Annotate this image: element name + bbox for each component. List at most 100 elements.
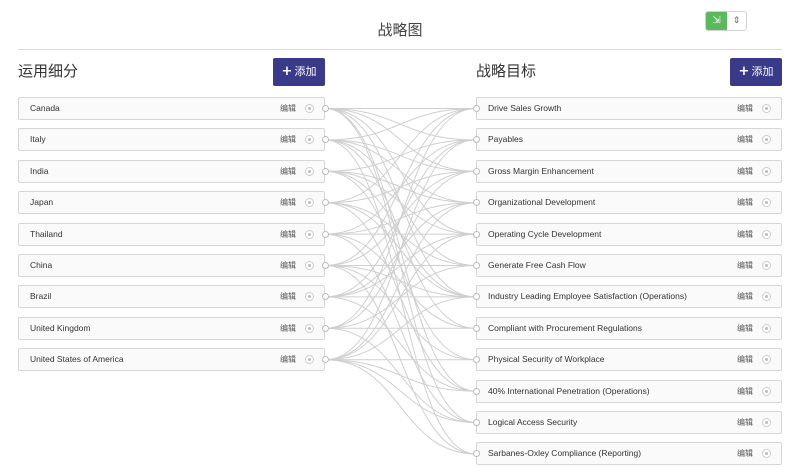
edit-link[interactable]: 编辑 bbox=[280, 355, 296, 364]
left-item-label: Brazil bbox=[30, 291, 52, 301]
left-item[interactable]: Italy 编辑 bbox=[18, 128, 325, 151]
right-connector-dot[interactable] bbox=[472, 356, 480, 363]
remove-icon[interactable] bbox=[305, 324, 314, 333]
right-connector-dot[interactable] bbox=[472, 231, 480, 238]
edit-link[interactable]: 编辑 bbox=[737, 167, 753, 176]
right-item-label: Drive Sales Growth bbox=[488, 103, 562, 113]
edit-link[interactable]: 编辑 bbox=[737, 261, 753, 270]
remove-icon[interactable] bbox=[305, 355, 314, 364]
right-add-button[interactable]: +添加 bbox=[730, 58, 782, 86]
remove-icon[interactable] bbox=[762, 261, 771, 270]
right-connector-dot[interactable] bbox=[472, 199, 480, 206]
left-item[interactable]: China 编辑 bbox=[18, 254, 325, 277]
edit-link[interactable]: 编辑 bbox=[737, 104, 753, 113]
left-connector-dot[interactable] bbox=[321, 199, 329, 206]
remove-icon[interactable] bbox=[762, 355, 771, 364]
left-connector-dot[interactable] bbox=[321, 262, 329, 269]
remove-icon[interactable] bbox=[305, 292, 314, 301]
right-item[interactable]: Drive Sales Growth 编辑 bbox=[476, 97, 782, 120]
left-item-label: China bbox=[30, 260, 53, 270]
left-add-button[interactable]: +添加 bbox=[273, 58, 325, 86]
left-item-label: Italy bbox=[30, 134, 46, 144]
edit-link[interactable]: 编辑 bbox=[280, 261, 296, 270]
right-connector-dot[interactable] bbox=[472, 325, 480, 332]
remove-icon[interactable] bbox=[762, 449, 771, 458]
right-connector-dot[interactable] bbox=[472, 419, 480, 426]
right-item-label: Operating Cycle Development bbox=[488, 229, 602, 239]
left-connector-dot[interactable] bbox=[321, 136, 329, 143]
sort-icon[interactable]: ⇕ bbox=[732, 16, 741, 26]
left-connector-dot[interactable] bbox=[321, 325, 329, 332]
edit-link[interactable]: 编辑 bbox=[280, 198, 296, 207]
right-connector-dot[interactable] bbox=[472, 450, 480, 457]
edit-link[interactable]: 编辑 bbox=[280, 324, 296, 333]
left-connector-dot[interactable] bbox=[321, 231, 329, 238]
edit-link[interactable]: 编辑 bbox=[280, 230, 296, 239]
left-connector-dot[interactable] bbox=[321, 168, 329, 175]
edit-link[interactable]: 编辑 bbox=[737, 418, 753, 427]
edit-link[interactable]: 编辑 bbox=[737, 230, 753, 239]
right-connector-dot[interactable] bbox=[472, 136, 480, 143]
remove-icon[interactable] bbox=[762, 324, 771, 333]
right-connector-dot[interactable] bbox=[472, 105, 480, 112]
collapse-icon[interactable]: ⇲ bbox=[706, 12, 727, 30]
remove-icon[interactable] bbox=[762, 387, 771, 396]
remove-icon[interactable] bbox=[762, 104, 771, 113]
remove-icon[interactable] bbox=[762, 418, 771, 427]
remove-icon[interactable] bbox=[305, 198, 314, 207]
edit-link[interactable]: 编辑 bbox=[280, 135, 296, 144]
edit-link[interactable]: 编辑 bbox=[737, 292, 753, 301]
right-item[interactable]: 40% International Penetration (Operation… bbox=[476, 380, 782, 403]
edit-link[interactable]: 编辑 bbox=[280, 292, 296, 301]
edit-link[interactable]: 编辑 bbox=[280, 104, 296, 113]
remove-icon[interactable] bbox=[305, 230, 314, 239]
right-item-label: Physical Security of Workplace bbox=[488, 354, 605, 364]
connection-line bbox=[324, 202, 477, 361]
right-item[interactable]: Industry Leading Employee Satisfaction (… bbox=[476, 285, 782, 308]
remove-icon[interactable] bbox=[305, 167, 314, 176]
remove-icon[interactable] bbox=[305, 135, 314, 144]
remove-icon[interactable] bbox=[762, 167, 771, 176]
connection-line bbox=[324, 265, 477, 361]
remove-icon[interactable] bbox=[762, 135, 771, 144]
edit-link[interactable]: 编辑 bbox=[280, 167, 296, 176]
right-item[interactable]: Physical Security of Workplace 编辑 bbox=[476, 348, 782, 371]
remove-icon[interactable] bbox=[762, 292, 771, 301]
left-connector-dot[interactable] bbox=[321, 356, 329, 363]
right-connector-dot[interactable] bbox=[472, 168, 480, 175]
connection-line bbox=[324, 108, 477, 204]
edit-link[interactable]: 编辑 bbox=[737, 135, 753, 144]
right-connector-dot[interactable] bbox=[472, 262, 480, 269]
right-connector-dot[interactable] bbox=[472, 388, 480, 395]
left-item[interactable]: Brazil 编辑 bbox=[18, 285, 325, 308]
edit-link[interactable]: 编辑 bbox=[737, 324, 753, 333]
right-item[interactable]: Sarbanes-Oxley Compliance (Reporting)编辑 bbox=[476, 442, 782, 465]
remove-icon[interactable] bbox=[305, 261, 314, 270]
edit-link[interactable]: 编辑 bbox=[737, 449, 753, 458]
remove-icon[interactable] bbox=[305, 104, 314, 113]
left-connector-dot[interactable] bbox=[321, 105, 329, 112]
header-divider bbox=[18, 49, 782, 50]
right-connector-dot[interactable] bbox=[472, 293, 480, 300]
edit-link[interactable]: 编辑 bbox=[737, 198, 753, 207]
view-toggle[interactable]: ⇲ ⇕ bbox=[705, 11, 747, 31]
edit-link[interactable]: 编辑 bbox=[737, 355, 753, 364]
remove-icon[interactable] bbox=[762, 230, 771, 239]
remove-icon[interactable] bbox=[762, 198, 771, 207]
right-item[interactable]: Operating Cycle Development 编辑 bbox=[476, 223, 782, 246]
edit-link[interactable]: 编辑 bbox=[737, 387, 753, 396]
left-connector-dot[interactable] bbox=[321, 293, 329, 300]
connection-line bbox=[324, 296, 477, 392]
